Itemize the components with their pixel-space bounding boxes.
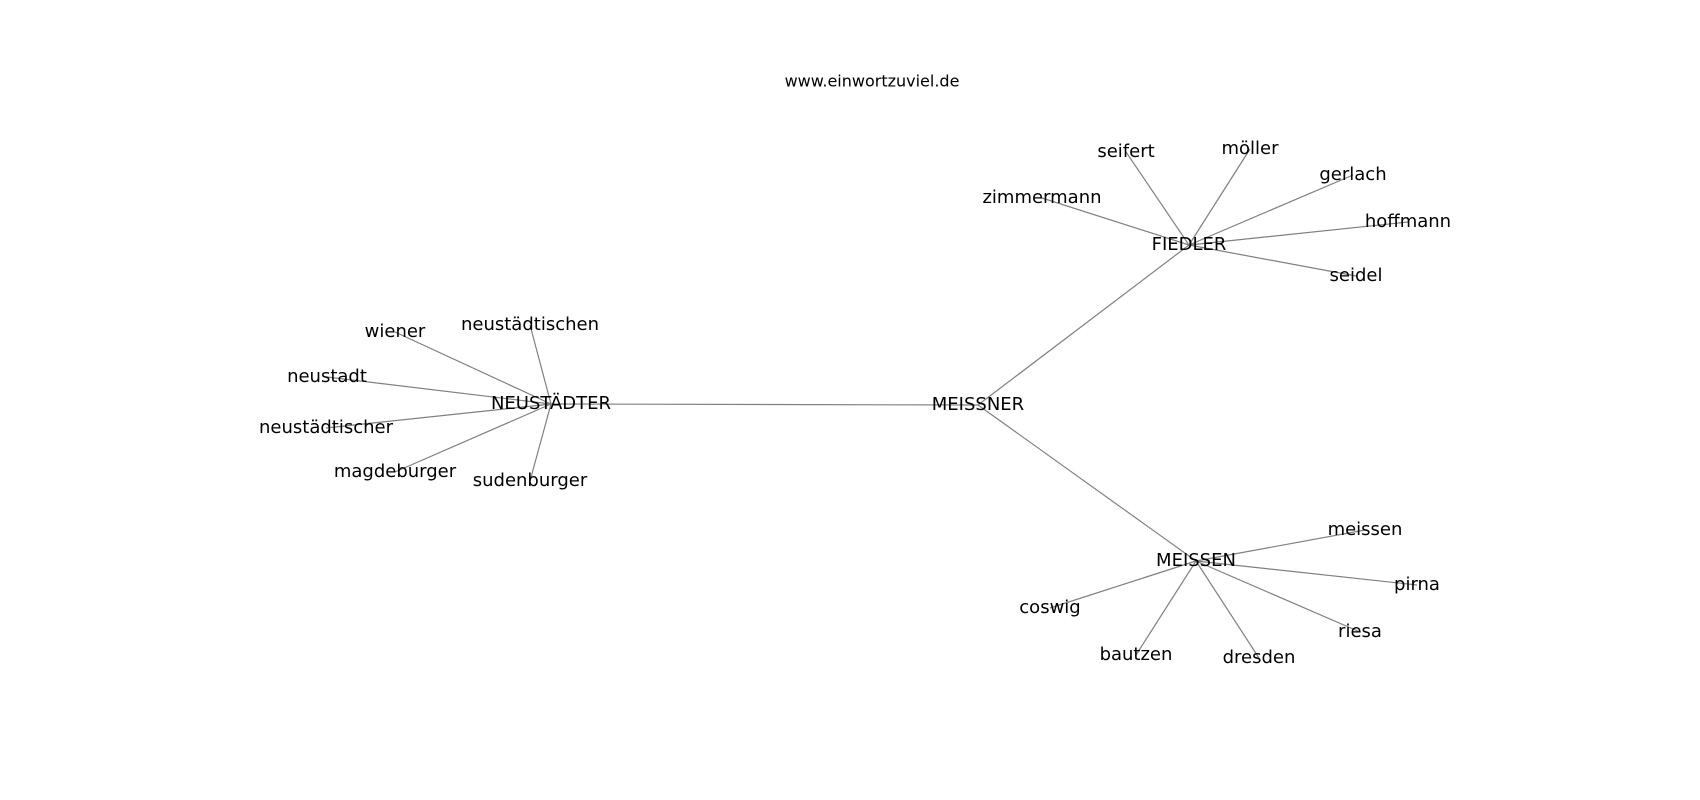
node-label-sudenburger: sudenburger <box>473 470 588 491</box>
node-label-seifert: seifert <box>1097 141 1154 162</box>
node-label-layer: MEISSNER NEUSTÄDTER FIEDLER MEISSEN wiener ne… <box>259 138 1451 668</box>
edge-neustaedter-wiener <box>394 331 552 405</box>
edge-fiedler-zimmermann <box>1041 197 1190 246</box>
edge-fiedler-moeller <box>1188 148 1251 246</box>
node-label-dresden: dresden <box>1223 647 1296 668</box>
edge-meissner-meissen_hub <box>977 404 1197 562</box>
node-label-neustaedtischen: neustädtischen <box>461 314 599 335</box>
node-label-neustaedtischer: neustädtischer <box>259 417 394 438</box>
edge-fiedler-seifert <box>1125 151 1190 246</box>
edge-neustaedter-magdeburger <box>394 403 552 473</box>
edge-meissner-fiedler <box>977 244 1190 406</box>
node-label-neustaedter: NEUSTÄDTER <box>491 393 611 414</box>
node-label-zimmermann: zimmermann <box>982 187 1101 208</box>
edge-neustaedter-neustaedtischer <box>325 403 552 429</box>
node-label-meissen: meissen <box>1328 519 1403 540</box>
node-label-seidel: seidel <box>1330 265 1383 286</box>
edge-fiedler-gerlach <box>1188 174 1354 246</box>
edge-meissen_hub-meissen <box>1195 529 1366 562</box>
node-label-magdeburger: magdeburger <box>334 461 457 482</box>
edge-meissen_hub-coswig <box>1049 560 1197 609</box>
edge-fiedler-hoffmann <box>1188 221 1409 246</box>
node-label-coswig: coswig <box>1019 597 1080 618</box>
node-label-gerlach: gerlach <box>1319 164 1386 185</box>
node-label-meissen_hub: MEISSEN <box>1156 550 1236 571</box>
node-label-bautzen: bautzen <box>1100 644 1173 665</box>
edge-layer <box>325 148 1418 659</box>
edge-meissen_hub-pirna <box>1195 560 1418 586</box>
node-label-riesa: riesa <box>1338 621 1382 642</box>
edge-meissen_hub-riesa <box>1195 560 1361 633</box>
node-label-pirna: pirna <box>1394 574 1440 595</box>
node-label-fiedler: FIEDLER <box>1152 234 1227 255</box>
node-label-hoffmann: hoffmann <box>1365 211 1451 232</box>
edge-meissen_hub-dresden <box>1195 560 1260 659</box>
node-label-wiener: wiener <box>365 321 426 342</box>
node-label-neustadt: neustadt <box>287 366 367 387</box>
edge-neustaedter-neustaedtischen <box>529 324 552 405</box>
edge-neustaedter-neustadt <box>326 376 552 405</box>
edge-fiedler-seidel <box>1188 244 1357 277</box>
edge-neustaedter-sudenburger <box>529 403 552 482</box>
node-label-meissner: MEISSNER <box>932 394 1024 415</box>
credit-text: www.einwortzuviel.de <box>785 72 960 91</box>
edge-meissner-neustaedter <box>550 403 979 406</box>
edge-meissen_hub-bautzen <box>1135 560 1197 656</box>
node-label-moeller: möller <box>1221 138 1279 159</box>
